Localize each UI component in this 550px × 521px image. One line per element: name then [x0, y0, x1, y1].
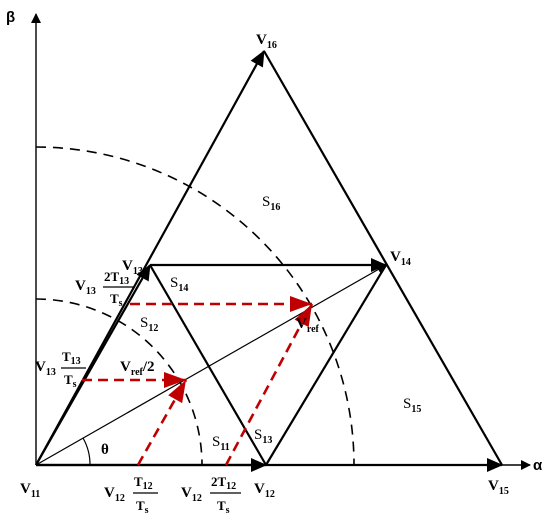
label-v16: V16 — [256, 32, 277, 51]
region-s12: S12 — [140, 315, 158, 334]
label-v15: V15 — [488, 478, 509, 497]
beta-axis-label: β — [6, 9, 15, 26]
edge-v13-v12 — [149, 264, 267, 466]
svg-text:Ts: Ts — [110, 291, 123, 309]
svg-text:V13: V13 — [35, 359, 56, 378]
region-s16: S16 — [262, 194, 280, 213]
edge-v16-v15 — [263, 50, 503, 466]
label-v12: V12 — [254, 481, 275, 500]
edge-v12-v14 — [265, 264, 387, 466]
svg-text:Ts: Ts — [217, 498, 230, 516]
edge-v11-v16 — [35, 50, 265, 466]
label-theta: θ — [101, 442, 109, 458]
region-s14: S14 — [170, 275, 188, 294]
svg-text:V13: V13 — [75, 278, 96, 297]
svg-text:V12: V12 — [181, 485, 202, 504]
component-v13-full: V13 2T13 Ts — [75, 269, 133, 309]
edge-v11-v13 — [35, 264, 151, 466]
svg-text:T13: T13 — [62, 349, 81, 367]
svg-text:2T13: 2T13 — [104, 269, 129, 287]
label-v13: V13 — [122, 258, 143, 277]
proj-v12-full-arrowhead — [294, 304, 312, 328]
region-s11: S11 — [212, 434, 230, 453]
label-vref-half: Vref/2 — [120, 359, 155, 378]
outer-dashed-arc — [35, 146, 355, 466]
proj-v12-full — [224, 303, 314, 466]
proj-v12-half-arrowhead — [168, 380, 186, 404]
inner-dashed-arc — [35, 298, 203, 466]
svg-text:T12: T12 — [134, 474, 153, 492]
label-v14: V14 — [390, 249, 411, 268]
component-v12-full: V12 2T12 Ts — [181, 474, 241, 516]
reference-line — [35, 264, 387, 466]
theta-arc — [82, 437, 91, 466]
proj-v13-full-arrowhead — [290, 296, 312, 312]
svg-text:Ts: Ts — [64, 372, 77, 390]
svg-text:2T12: 2T12 — [211, 474, 236, 492]
component-v12-half: V12 T12 Ts — [104, 474, 158, 516]
svg-text:Ts: Ts — [136, 498, 149, 516]
component-v13-half: V13 T13 Ts — [35, 349, 86, 390]
svg-text:V12: V12 — [104, 485, 125, 504]
label-vref: Vref — [296, 316, 320, 335]
label-v11: V11 — [20, 481, 40, 500]
region-s13: S13 — [254, 427, 272, 446]
proj-v13-half-arrowhead — [164, 372, 186, 388]
alpha-axis-label: α — [533, 457, 543, 474]
region-s15: S15 — [403, 396, 421, 415]
